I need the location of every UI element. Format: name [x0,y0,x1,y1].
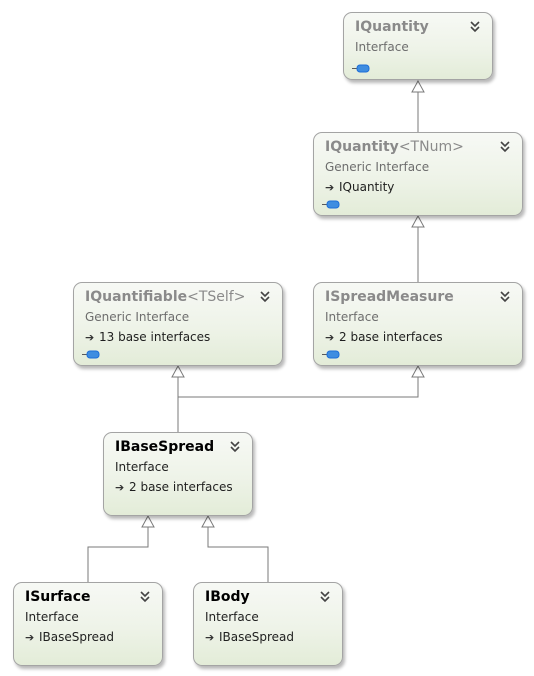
inherit-arrowhead [411,214,425,228]
node-bases-text: 2 base interfaces [339,330,443,344]
inherits-arrow-icon: ➔ [115,481,125,494]
node-bases-text: IQuantity [339,180,395,194]
node-iquantity-tnum[interactable]: IQuantity<TNum> Generic Interface ➔IQuan… [313,132,523,216]
node-title: IQuantifiable<TSelf> [85,289,282,306]
node-title: IBody [205,589,250,605]
inherit-arrowhead [411,79,425,93]
node-kind: Interface [325,310,379,324]
node-title: ISurface [25,589,91,605]
node-bases: ➔ 2 base interfaces [325,330,522,345]
inherit-arrowhead [141,514,155,528]
node-bases: ➔ IBaseSpread [25,630,162,645]
node-kind: Generic Interface [85,310,190,324]
lollipop-icon [82,350,100,359]
inherits-arrow-icon: ➔ [205,631,215,644]
node-type-param: <TNum> [398,139,464,155]
node-name: IQuantity [325,139,399,155]
node-bases: ➔ 13 base interfaces [85,330,282,345]
node-bases-text: 13 base interfaces [99,330,211,344]
node-bases: ➔ IBaseSpread [205,630,342,645]
inherit-arrowhead [171,364,185,378]
inherit-arrowhead [201,514,215,528]
inherits-arrow-icon: ➔ [325,181,335,194]
node-ibody[interactable]: IBody Interface ➔ IBaseSpread [193,582,343,666]
lollipop-icon [322,200,340,209]
chevron-double-down-icon[interactable] [318,590,332,604]
chevron-double-down-icon[interactable] [498,140,512,154]
node-ibasespread[interactable]: IBaseSpread Interface ➔ 2 base interfaces [103,432,253,516]
node-title: IBaseSpread [115,439,215,455]
node-type-param: <TSelf> [187,289,246,305]
node-iquantity[interactable]: IQuantity Interface [343,12,493,80]
inherits-arrow-icon: ➔ [85,331,95,344]
node-ispreadmeasure[interactable]: ISpreadMeasure Interface ➔ 2 base interfa… [313,282,523,366]
node-bases: ➔ 2 base interfaces [115,480,252,495]
chevron-double-down-icon[interactable] [498,290,512,304]
chevron-double-down-icon[interactable] [138,590,152,604]
node-kind: Interface [205,610,259,624]
node-kind: Interface [355,40,409,54]
node-title: IQuantity<TNum> [325,139,522,156]
node-isurface[interactable]: ISurface Interface ➔ IBaseSpread [13,582,163,666]
node-title: ISpreadMeasure [325,289,454,305]
node-bases-text: 2 base interfaces [129,480,233,494]
node-iquantifiable-tself[interactable]: IQuantifiable<TSelf> Generic Interface ➔… [73,282,283,366]
chevron-double-down-icon[interactable] [228,440,242,454]
lollipop-icon [352,64,370,73]
node-title: IQuantity [355,19,429,35]
lollipop-icon [322,350,340,359]
connector-ibody-to-ibasespread [207,527,269,583]
inherit-arrowhead [411,364,425,378]
connector-ibasespread-to-ispreadmeasure [178,377,419,398]
node-bases-text: IBaseSpread [219,630,295,644]
chevron-double-down-icon[interactable] [468,20,482,34]
connector-isurface-to-ibasespread [87,527,149,583]
node-kind: Generic Interface [325,160,430,174]
node-name: IQuantifiable [85,289,188,305]
node-kind: Interface [115,460,169,474]
inherits-arrow-icon: ➔ [325,331,335,344]
inherits-arrow-icon: ➔ [25,631,35,644]
node-bases-text: IBaseSpread [39,630,115,644]
node-kind: Interface [25,610,79,624]
node-bases: ➔ IQuantity [325,180,522,195]
chevron-double-down-icon[interactable] [258,290,272,304]
